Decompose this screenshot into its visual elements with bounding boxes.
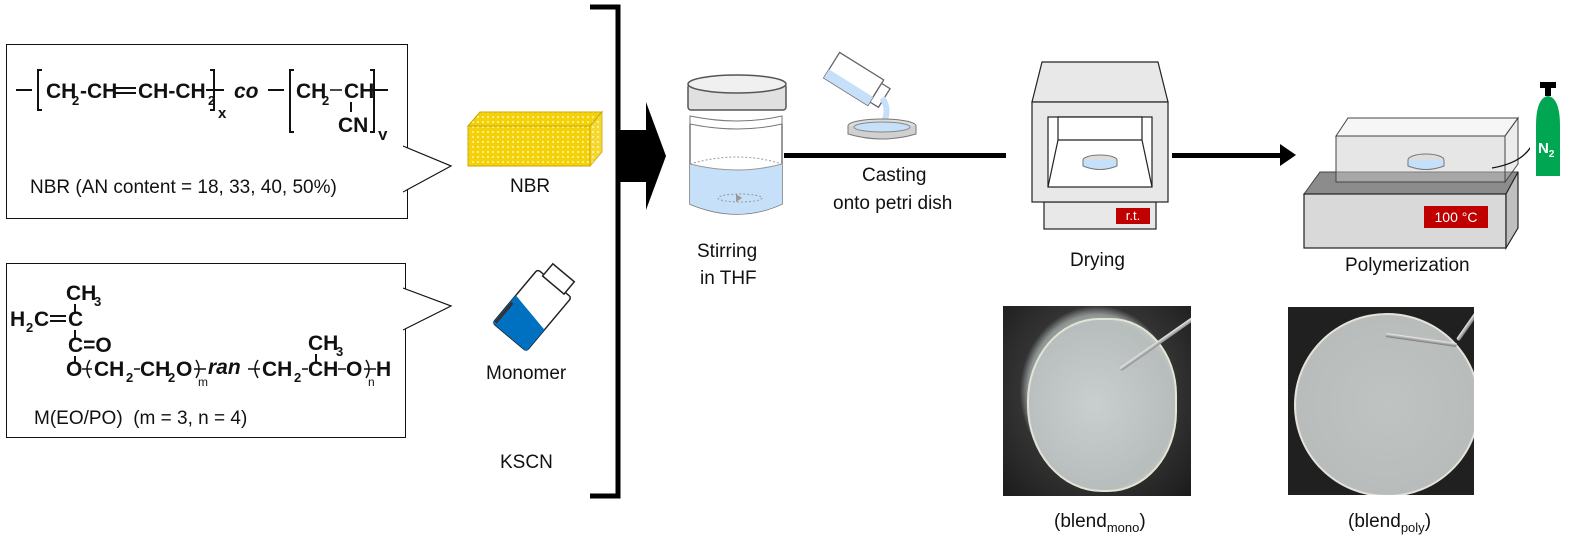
monomer-structure-callout: [6, 263, 406, 438]
stirring-label-line1: Stirring: [697, 241, 758, 262]
mono-sub-3: 3: [94, 294, 101, 309]
drying-display: [1116, 208, 1150, 224]
mono-c2: C: [68, 308, 83, 331]
blend-mono-photo: [1003, 306, 1191, 496]
mono-ester-o: O: [66, 358, 82, 381]
casting-label-line1: Casting: [862, 165, 927, 186]
mono-terminal-h: H: [376, 358, 391, 381]
blend-mono-caption: (blendmono): [1054, 511, 1146, 535]
drying-display-text: r.t.: [1125, 208, 1141, 223]
monomer-material-label: Monomer: [486, 363, 567, 384]
nbr-ch2-2: CH: [296, 80, 326, 103]
nitrogen-cylinder-icon: [1536, 82, 1560, 176]
nbr-sub-2c: 2: [322, 93, 329, 108]
nbr-caption: NBR (AN content = 18, 33, 40, 50%): [30, 177, 337, 198]
polymerization-label: Polymerization: [1345, 255, 1470, 276]
nitrogen-symbol: N: [1538, 140, 1549, 157]
tweezers-2-handle: [1456, 307, 1474, 342]
caption-sub: poly: [1400, 519, 1425, 535]
stirring-vial-icon: [687, 74, 787, 215]
mono-h: H: [10, 308, 25, 331]
nbr-co-label: co: [234, 80, 259, 103]
hotplate-display: [1424, 206, 1488, 228]
mono-eo-ch2-1: CH: [94, 358, 124, 381]
mono-sub-2: 2: [26, 320, 33, 335]
nbr-callout-pointer: [403, 145, 453, 193]
kscn-material-label: KSCN: [500, 452, 553, 473]
nbr-cn-group: CN: [338, 114, 368, 137]
mono-po-sub3: 3: [336, 344, 343, 359]
blend-poly-film: [1294, 313, 1474, 495]
nbr-sub-2: 2: [72, 93, 79, 108]
combine-arrow-icon: [620, 102, 666, 210]
caption-paren: ): [1424, 511, 1432, 532]
mono-ran-label: ran: [208, 356, 241, 379]
nbr-x-subscript: x: [218, 105, 227, 122]
mono-po-o: O: [346, 358, 362, 381]
monomer-structural-formula: CH 3 H 2 C C C=O O CH 2 CH 2 O m ran CH …: [10, 282, 391, 389]
mono-c1: C: [34, 308, 49, 331]
mono-eo-o: O: [176, 358, 192, 381]
process-line-2: [1172, 153, 1284, 158]
mono-po-ch: CH: [308, 358, 338, 381]
nbr-ch: -CH: [80, 80, 117, 103]
monomer-callout-pointer: [403, 287, 453, 331]
nbr-ch-ch2: CH-CH: [138, 80, 206, 103]
mono-eo-sub1: 2: [126, 370, 133, 385]
polymerization-hotplate-icon: [1303, 116, 1530, 251]
nbr-structure-callout: [6, 44, 408, 219]
nbr-ch2-1: CH: [46, 80, 76, 103]
combine-bracket: [590, 4, 666, 499]
hotplate-display-text: 100 °C: [1434, 209, 1478, 225]
monomer-bottle-icon: [492, 262, 576, 352]
mono-ch3: CH: [66, 282, 96, 305]
mono-po-ch2: CH: [262, 358, 292, 381]
blend-poly-photo: [1288, 307, 1474, 495]
mono-eo-ch2-2: CH: [140, 358, 170, 381]
stirring-label-line2: in THF: [700, 268, 757, 289]
nitrogen-subscript: 2: [1548, 149, 1555, 160]
mono-carbonyl: C=O: [68, 334, 112, 357]
nitrogen-label: N2: [1538, 140, 1554, 160]
drying-label: Drying: [1070, 250, 1125, 271]
process-arrow-icon: [1280, 144, 1296, 166]
mono-eo-sub2: 2: [168, 370, 175, 385]
mono-po-sub: 2: [294, 370, 301, 385]
casting-dish-icon: [822, 51, 917, 140]
nbr-ch-2: CH: [344, 80, 374, 103]
nbr-material-label: NBR: [510, 176, 551, 197]
casting-label-line2: onto petri dish: [833, 193, 953, 214]
blend-poly-caption: (blendpoly): [1348, 511, 1431, 535]
process-line: [784, 153, 1006, 158]
caption-sub: mono: [1106, 519, 1140, 535]
caption-main: (blend: [1054, 511, 1107, 532]
caption-main: (blend: [1348, 511, 1401, 532]
nbr-block-icon: [466, 110, 604, 168]
mono-n-subscript: n: [368, 375, 375, 389]
nbr-sub-2b: 2: [208, 93, 215, 108]
mono-m-subscript: m: [198, 375, 208, 389]
nbr-y-subscript: y: [378, 125, 388, 140]
monomer-caption: M(EO/PO) (m = 3, n = 4): [34, 408, 248, 429]
caption-paren: ): [1139, 511, 1146, 532]
drying-oven-icon: [1031, 61, 1169, 230]
nbr-structural-formula: CH 2 -CH CH-CH 2 x co CH 2 CH CN y: [16, 69, 388, 140]
mono-po-ch3: CH: [308, 332, 338, 355]
